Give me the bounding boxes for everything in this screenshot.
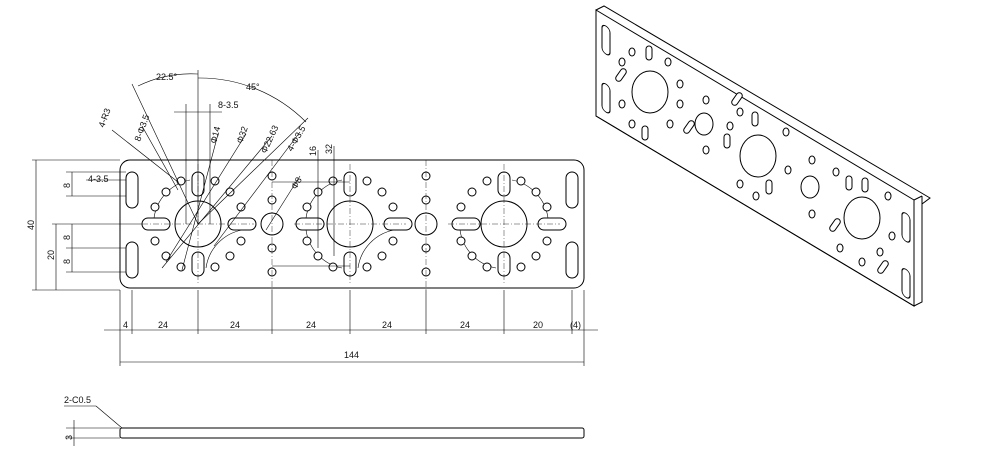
leader-phi14	[181, 133, 219, 271]
label-slot-pair: 8-3.5	[218, 100, 239, 110]
angle-arc-45	[197, 77, 307, 123]
bottom-dim-2: 24	[158, 320, 168, 330]
iso-plate-face	[595, 9, 915, 307]
label-8-top: 8	[62, 183, 72, 188]
iso-hub-3-holes	[808, 155, 896, 274]
side-view: 2-C0.5 3	[64, 395, 585, 446]
label-16: 16	[308, 146, 318, 156]
bottom-dim-4: 24	[306, 320, 316, 330]
label-slot-width: 4-3.5	[88, 174, 109, 184]
angle-ref-45	[197, 117, 309, 225]
iso-slot-2	[601, 82, 611, 114]
bottom-dim-3: 24	[230, 320, 240, 330]
iso-big-hole-3	[843, 196, 881, 240]
label-8phi35: 8-Φ3.5	[132, 113, 151, 142]
label-8-low: 8	[62, 259, 72, 264]
label-phi14: Φ14	[208, 125, 222, 144]
extension-lines	[32, 159, 585, 366]
iso-mid-hole-1	[694, 112, 714, 136]
chamfer-leader	[95, 405, 123, 429]
hole-column-1	[260, 160, 284, 290]
iso-hub-2-holes	[702, 92, 792, 201]
leader-phi32	[165, 133, 247, 263]
label-phi32: Φ32	[234, 125, 249, 145]
label-32: 32	[324, 144, 334, 154]
leader-4r3	[111, 129, 179, 183]
label-phi2263: Φ22.63	[259, 124, 281, 155]
label-phi8: Φ8	[289, 175, 304, 191]
hole-column-2	[414, 160, 438, 290]
angle-arc-22	[137, 73, 199, 87]
label-chamfer: 2-C0.5	[64, 395, 91, 405]
label-angle-45: 45°	[246, 82, 260, 92]
iso-hub-1-holes	[615, 45, 695, 141]
iso-slot-1	[601, 24, 611, 56]
bottom-dim-5: 24	[382, 320, 392, 330]
iso-mid-hole-2	[800, 175, 820, 199]
label-thickness: 3	[64, 435, 74, 440]
bottom-dim-7: 20	[533, 320, 543, 330]
iso-big-hole-2	[739, 134, 777, 178]
label-144: 144	[344, 350, 359, 360]
isometric-view	[595, 5, 931, 307]
label-4phi35: 4-Φ3.5	[285, 124, 308, 153]
leader-phi2263	[161, 135, 273, 269]
end-slot-right-top	[565, 171, 579, 209]
mount-group-3	[448, 164, 560, 284]
leader-4phi35	[213, 131, 301, 247]
label-20: 20	[46, 250, 56, 260]
mount-group-2	[294, 164, 406, 284]
iso-slot-4	[901, 268, 911, 299]
end-slot-left-top	[125, 171, 139, 209]
leader-8phi35	[141, 125, 179, 191]
label-4r3: 4-R3	[96, 107, 112, 129]
label-40: 40	[26, 220, 36, 230]
label-angle-22: 22.5°	[156, 72, 178, 82]
iso-slot-3	[901, 212, 911, 243]
bottom-dim-1: 4	[123, 320, 128, 330]
bottom-dim-8: (4)	[570, 320, 581, 330]
end-slot-right-bottom	[565, 241, 579, 279]
label-8-mid: 8	[62, 235, 72, 240]
side-profile	[119, 427, 585, 439]
end-slot-left-bottom	[125, 241, 139, 279]
front-view: 22.5° 45° 8-3.5 4-R3 8-Φ3.5 Φ14 Φ32 Φ22.…	[26, 70, 598, 366]
leader-phi8	[265, 175, 301, 231]
iso-big-hole-1	[631, 70, 669, 114]
angle-ref-22	[131, 83, 199, 225]
bottom-dim-6: 24	[460, 320, 470, 330]
